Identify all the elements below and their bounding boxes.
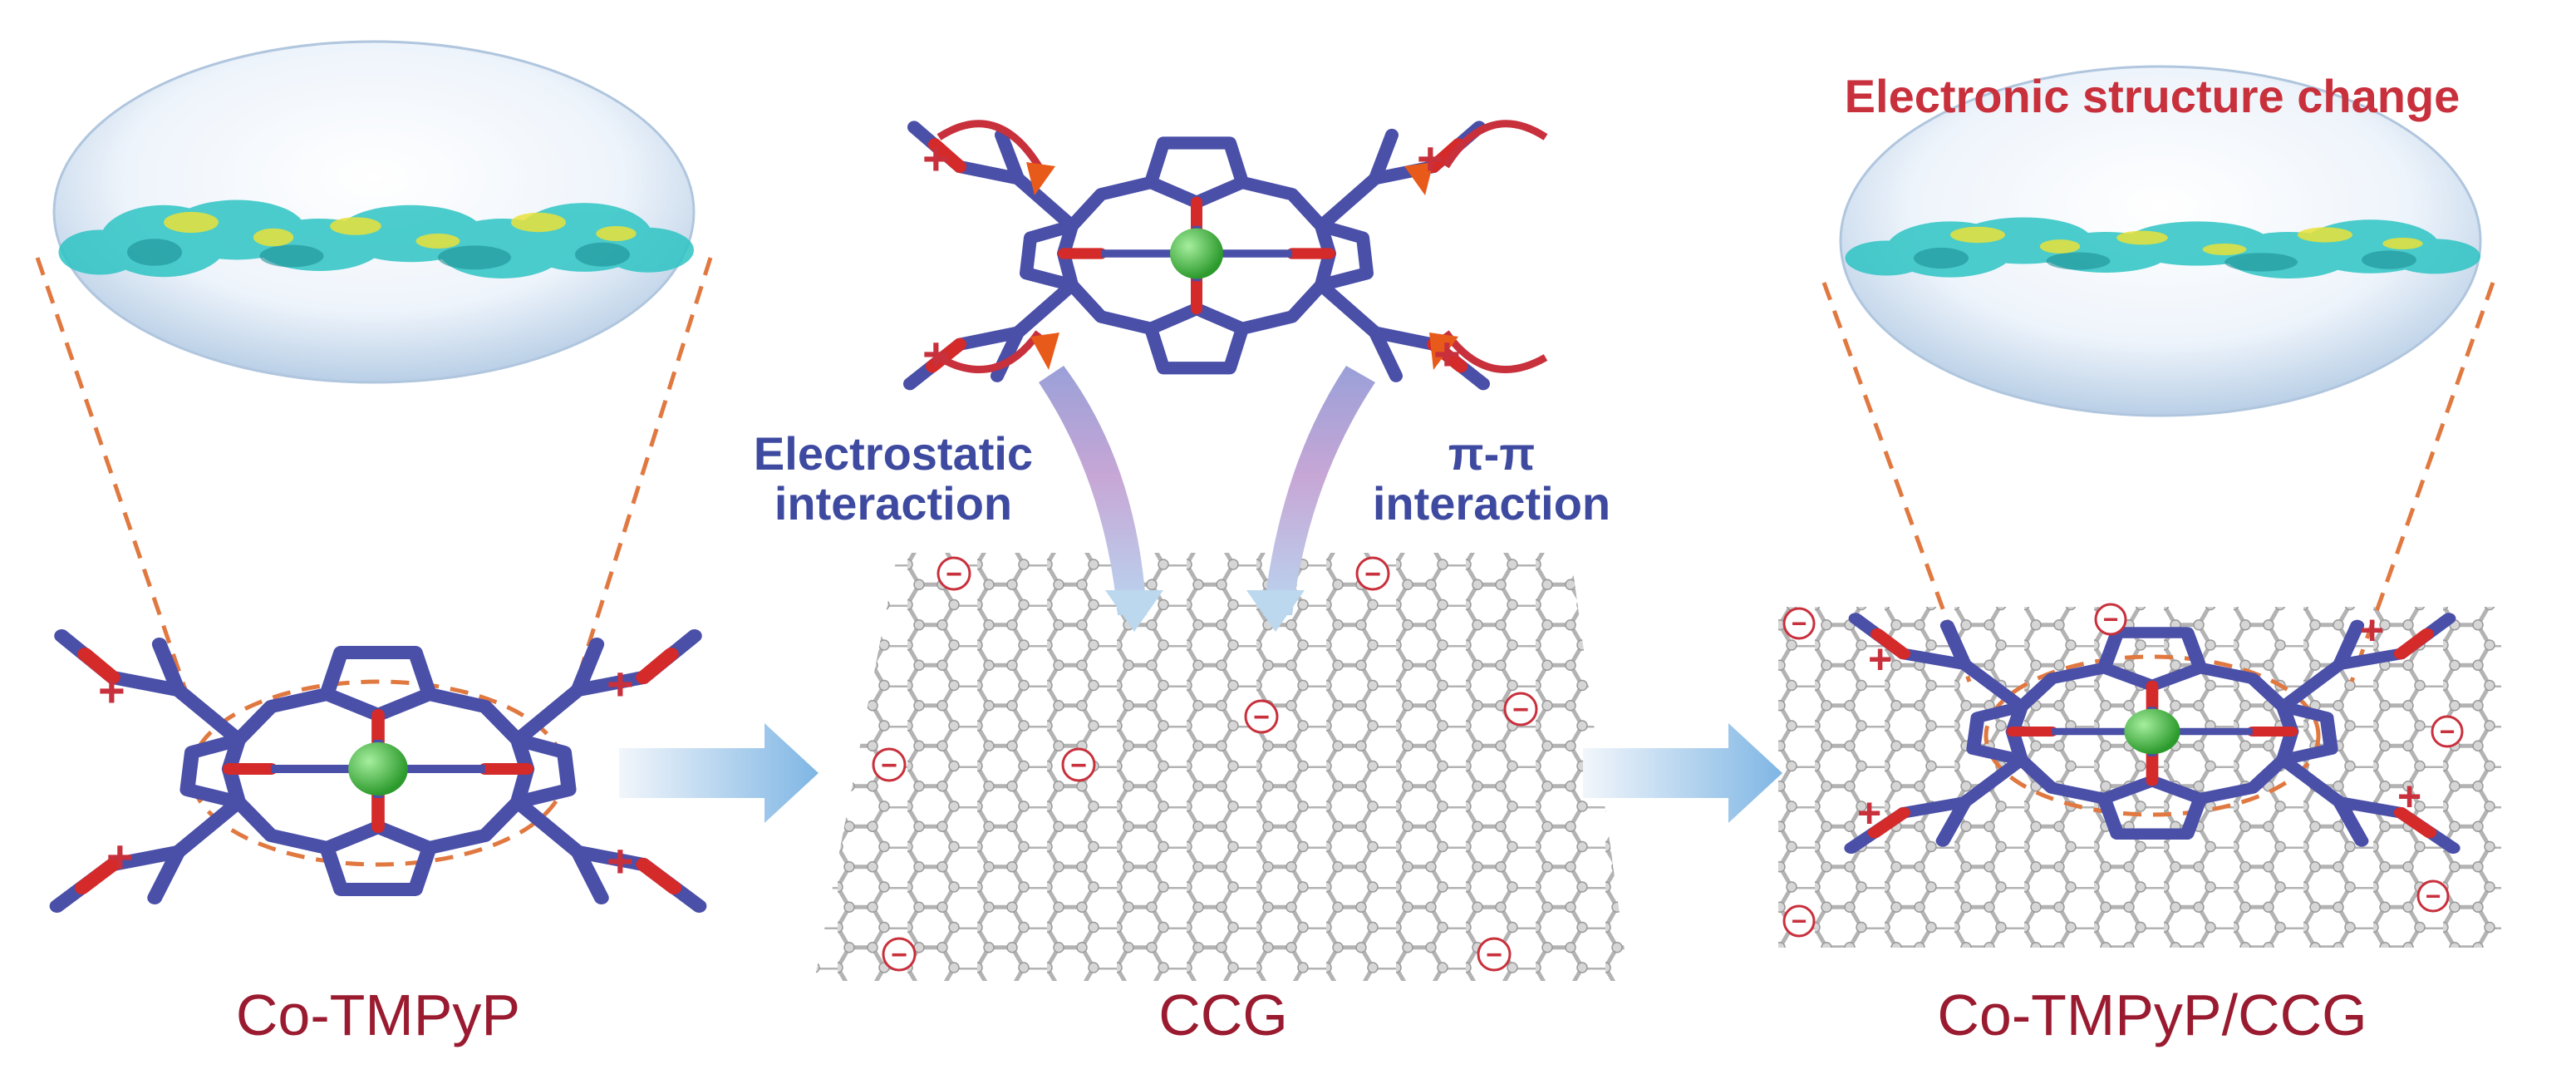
plus-charge-icon: + — [1417, 132, 1444, 185]
graphene-sheet — [814, 553, 1629, 981]
negative-charges-ccg: − − − − − − − — [872, 556, 1538, 972]
co-tmpyp-ccg-panel: + + + + − − − − − — [1778, 65, 2501, 1047]
plus-charge-icon: + — [1868, 636, 1892, 682]
plus-charge-icon: + — [1433, 328, 1461, 380]
co-tmpyp-ccg-label: Co-TMPyP/CCG — [1937, 983, 2367, 1047]
minus-charge-icon: − — [1061, 747, 1096, 782]
charge-labels-right: + + + + — [1857, 607, 2421, 836]
ccg-panel: − − − − − − − — [754, 120, 1629, 1047]
pipi-label-1: π-π — [1448, 427, 1535, 480]
minus-charge-icon: − — [1477, 937, 1512, 972]
co-tmpyp-molecule-top — [910, 127, 1483, 384]
minus-charge-icon: − — [1782, 904, 1816, 938]
graphene-sheet-composite — [1778, 607, 2501, 948]
minus-charge-icon: − — [1244, 699, 1279, 734]
plus-charge-icon: + — [98, 664, 125, 717]
plus-charge-icon: + — [607, 835, 634, 887]
negative-charges-composite: − − − − − — [1782, 603, 2464, 938]
electrostatic-label-2: interaction — [774, 477, 1012, 530]
minus-charge-icon: − — [2094, 603, 2127, 636]
minus-charge-icon: − — [872, 747, 907, 782]
electronic-structure-change-label: Electronic structure change — [1845, 70, 2460, 122]
process-arrow-icon — [619, 723, 819, 823]
svg-text:−: − — [1792, 608, 1807, 638]
pipi-label-2: interaction — [1373, 477, 1610, 530]
svg-text:−: − — [1253, 702, 1270, 733]
process-arrow-icon — [1583, 723, 1782, 823]
svg-text:−: − — [881, 750, 897, 781]
plus-charge-icon: + — [106, 830, 134, 883]
rotation-arrows — [937, 120, 1548, 373]
minus-charge-icon: − — [1503, 692, 1538, 727]
minus-charge-icon: − — [2431, 715, 2464, 748]
zoom-lines-right — [1821, 282, 2495, 817]
interaction-labels: Electrostatic interaction π-π interactio… — [754, 427, 1610, 530]
svg-text:−: − — [1512, 694, 1529, 726]
minus-charge-icon: − — [882, 937, 917, 972]
plus-charge-icon: + — [922, 328, 950, 380]
rotation-arrow-heads — [1026, 162, 1458, 370]
co-tmpyp-panel: + + + + Co-TMPyP — [35, 40, 713, 1047]
ccg-label: CCG — [1158, 983, 1288, 1047]
minus-charge-icon: − — [937, 556, 971, 591]
svg-text:−: − — [2103, 604, 2119, 634]
svg-text:−: − — [2440, 717, 2456, 746]
plus-charge-icon: + — [607, 658, 634, 710]
minus-charge-icon: − — [1782, 607, 1816, 640]
svg-text:−: − — [891, 939, 907, 971]
plus-charge-icon: + — [2360, 607, 2384, 653]
plus-charge-icon: + — [1857, 790, 1881, 836]
svg-text:−: − — [1364, 559, 1381, 590]
co-tmpyp-label: Co-TMPyP — [236, 983, 520, 1047]
interaction-arrows — [1039, 366, 1375, 632]
svg-text:−: − — [1070, 750, 1087, 781]
plus-charge-icon: + — [2397, 773, 2421, 820]
charge-labels-left: + + + + — [98, 658, 634, 887]
svg-text:−: − — [1486, 939, 1502, 971]
plus-charge-icon: + — [922, 132, 950, 185]
svg-text:−: − — [946, 559, 962, 590]
minus-charge-icon: − — [2416, 879, 2450, 913]
minus-charge-icon: − — [1355, 556, 1390, 591]
electrostatic-label-1: Electrostatic — [754, 427, 1033, 480]
svg-text:−: − — [2426, 881, 2441, 911]
charge-labels-top: + + + + — [922, 132, 1461, 380]
svg-text:−: − — [1792, 906, 1807, 936]
